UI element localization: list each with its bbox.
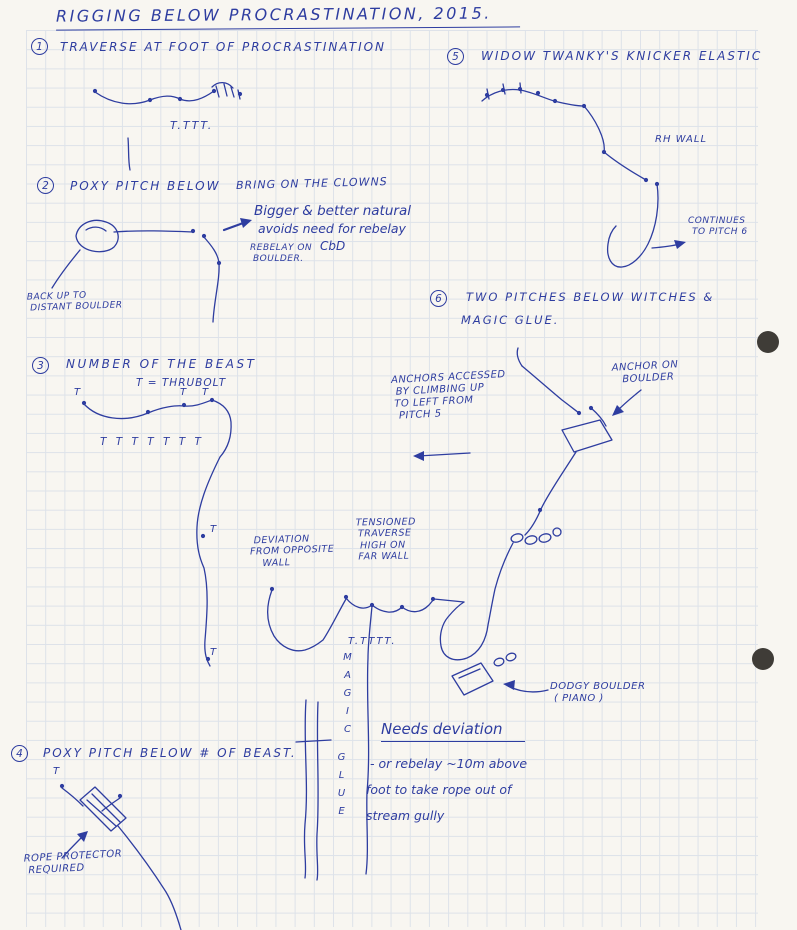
- needs-deviation-line3: stream gully: [366, 808, 445, 823]
- s5-knicker-elastic-sketch: [481, 82, 686, 268]
- rh-wall-label: RH WALL: [655, 134, 708, 145]
- t-label: T: [74, 387, 81, 398]
- magic-vertical-label: MAGIC: [342, 652, 353, 742]
- s4-rope-protector-sketch: [59, 783, 182, 930]
- natural-anchors-note-line3: CbD: [320, 239, 346, 253]
- hole-punch: [752, 648, 774, 670]
- needs-deviation-note: Needs deviation: [381, 720, 525, 742]
- natural-anchors-note-line1: Bigger & better natural: [254, 203, 411, 219]
- t-label: T: [202, 387, 209, 398]
- s2-pitch-sketch: [51, 218, 252, 323]
- continues-to-pitch6-label: CONTINUES TO PITCH 6: [688, 216, 748, 237]
- page-title: RIGGING BELOW PROCRASTINATION, 2015.: [55, 3, 520, 31]
- section-2-number-badge: 2: [37, 177, 54, 194]
- anchors-accessed-note: ANCHORS ACCESSED BY CLIMBING UP TO LEFT …: [390, 369, 506, 422]
- deviation-note: DEVIATION FROM OPPOSITE WALL: [249, 533, 335, 569]
- t-label: T: [53, 766, 60, 777]
- backup-to-distant-boulder-label: BACK UP TO DISTANT BOULDER: [26, 290, 123, 314]
- dodgy-boulder-label: DODGY BOULDER ( PIANO ): [550, 681, 646, 704]
- glue-vertical-label: GLUE: [336, 752, 347, 824]
- section-2-heading: POXY PITCH BELOW: [70, 179, 221, 193]
- needs-deviation-line1: - or rebelay ~10m above: [370, 756, 528, 771]
- section-6-heading-line1: TWO PITCHES BELOW WITCHES &: [466, 290, 715, 304]
- t-label: T: [210, 647, 217, 658]
- anchor-on-boulder-label: ANCHOR ON BOULDER: [611, 359, 679, 386]
- section-3-number-badge: 3: [32, 357, 49, 374]
- rope-protector-label: ROPE PROTECTOR REQUIRED: [23, 848, 123, 877]
- section-1-heading: TRAVERSE AT FOOT OF PROCRASTINATION: [60, 40, 387, 54]
- natural-anchors-note-line2: avoids need for rebelay: [258, 221, 406, 236]
- section-5-heading: WIDOW TWANKY'S KNICKER ELASTIC: [481, 49, 763, 63]
- section-4-heading: POXY PITCH BELOW # OF BEAST.: [43, 746, 297, 760]
- rebelay-on-boulder-label: REBELAY ON BOULDER.: [250, 243, 313, 264]
- s3-beast-sketch: [81, 347, 642, 881]
- thrubolt-row-marks-2: T.TTTT.: [348, 636, 397, 647]
- tensioned-traverse-note: TENSIONED TRAVERSE HIGH ON FAR WALL: [355, 516, 416, 563]
- section-6-number-badge: 6: [430, 290, 447, 307]
- t-label: T: [210, 524, 217, 535]
- s1-traverse-sketch: [92, 81, 243, 171]
- section-3-heading: NUMBER OF THE BEAST: [66, 357, 257, 371]
- section-5-number-badge: 5: [447, 48, 464, 65]
- hole-punch: [757, 331, 779, 353]
- thrubolt-row-marks: T T T T T T T: [100, 436, 204, 448]
- graph-grid: [26, 30, 758, 927]
- t-label: T: [180, 387, 187, 398]
- section-6-heading-line2: MAGIC GLUE.: [461, 313, 560, 327]
- section-4-number-badge: 4: [11, 745, 28, 762]
- section-1-number-badge: 1: [31, 38, 48, 55]
- needs-deviation-line2: foot to take rope out of: [366, 782, 512, 797]
- thrubolt-legend: T = THRUBOLT: [136, 377, 227, 389]
- thrubolt-marks-1: T.TTT.: [170, 119, 214, 132]
